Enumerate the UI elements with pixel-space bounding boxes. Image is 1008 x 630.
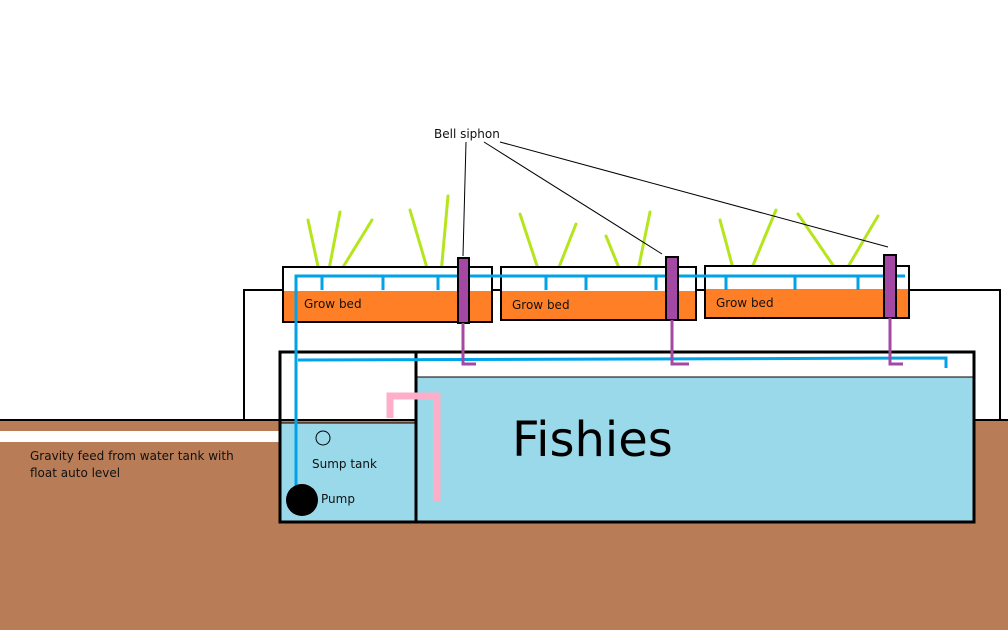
grow-bed-1-label: Grow bed (304, 297, 362, 311)
bell-siphon-callouts (462, 141, 889, 257)
fish-tank-outline (414, 350, 976, 524)
bell-siphon-3 (883, 254, 903, 366)
sump-tank-label: Sump tank (312, 457, 377, 471)
return-pipe (386, 392, 441, 502)
grow-bed-3 (704, 265, 910, 319)
gravity-feed-label-line1: Gravity feed from water tank with (30, 449, 234, 463)
gravity-feed-label-line2: float auto level (30, 466, 120, 480)
pump-icon (286, 484, 318, 516)
grow-bed-2-label: Grow bed (512, 298, 570, 312)
float-valve-icon (315, 430, 331, 446)
fish-tank-water (416, 377, 974, 521)
bell-siphon-label: Bell siphon (434, 127, 500, 141)
supply-pipes (294, 274, 948, 490)
bell-siphon-1 (457, 257, 476, 366)
gravity-feed-pipe (0, 431, 300, 442)
pump-label: Pump (321, 492, 355, 506)
grow-bed-3-label: Grow bed (716, 296, 774, 310)
fish-tank-label: Fishies (512, 412, 673, 468)
bell-siphon-2 (665, 256, 689, 366)
